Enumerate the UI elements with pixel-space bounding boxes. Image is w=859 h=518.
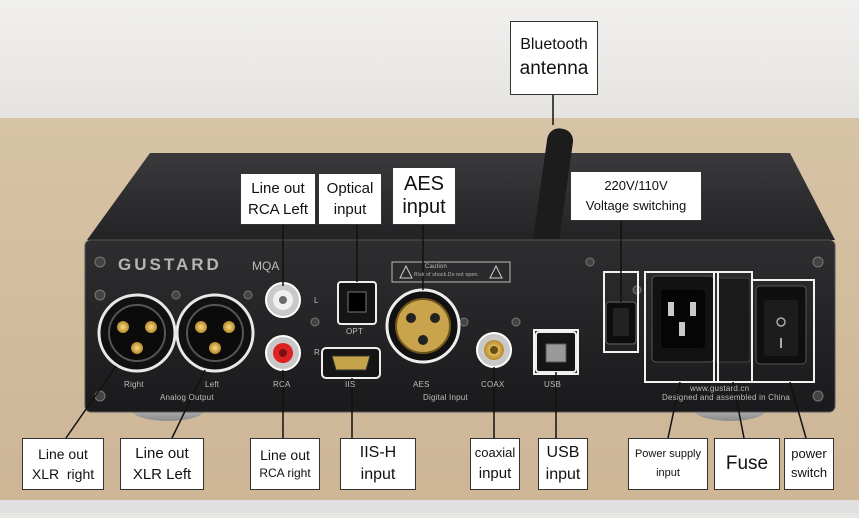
silk-opt: OPT xyxy=(346,327,364,336)
voltage-switch xyxy=(605,301,637,345)
callout-bluetooth-antenna: Bluetooth antenna xyxy=(510,21,598,95)
fuse-holder xyxy=(715,277,751,363)
silk-left: Left xyxy=(205,380,220,389)
callout-line-out-xlr-right: Line out XLR right xyxy=(22,438,104,490)
silk-coax: COAX xyxy=(481,380,505,389)
rca-right-connector xyxy=(265,335,301,371)
rca-left-connector xyxy=(265,282,301,318)
usb-b-connector xyxy=(535,331,577,373)
silk-l: L xyxy=(314,296,319,305)
callout-text-line1: Power supply xyxy=(634,448,702,461)
callout-text-line1: Optical xyxy=(326,180,374,198)
callout-text-line2: input xyxy=(656,467,680,479)
silk-website: www.gustard.cn xyxy=(690,384,750,393)
silk-right: Right xyxy=(124,380,144,389)
callout-text-line1: Line out xyxy=(260,447,310,464)
xlr-left-connector xyxy=(175,293,255,373)
callout-usb-input: USB input xyxy=(538,438,588,490)
silk-iis: IIS xyxy=(345,380,356,389)
coax-connector xyxy=(476,332,512,368)
leader-lines xyxy=(65,95,807,439)
xlr-right-connector xyxy=(97,293,177,373)
callout-line-out-rca-left: Line out RCA Left xyxy=(240,173,316,225)
caution-sticker xyxy=(391,261,511,283)
silk-digital-input: Digital Input xyxy=(423,393,468,402)
callout-coaxial-input: coaxial input xyxy=(470,438,520,490)
callout-fuse: Fuse xyxy=(714,438,780,490)
callout-text-line2: RCA right xyxy=(259,466,311,481)
silk-r: R xyxy=(314,348,320,357)
silk-rca: RCA xyxy=(273,380,291,389)
callout-aes-input: AES input xyxy=(392,167,456,225)
power-switch xyxy=(755,285,807,365)
callout-iis-h-input: IIS-H input xyxy=(340,438,416,490)
callout-text-line1: IIS-H xyxy=(359,443,397,461)
callout-text-line2: XLR right xyxy=(31,466,95,482)
callout-text-line1: USB xyxy=(546,443,580,461)
callout-optical-input: Optical input xyxy=(318,173,382,225)
callout-text-line2: input xyxy=(333,200,367,218)
callout-text-line2: input xyxy=(360,466,396,483)
caution-title: Caution xyxy=(425,264,448,270)
callout-power-supply-input: Power supply input xyxy=(628,438,708,490)
callout-text-line1: coaxial xyxy=(474,444,516,460)
silk-made-in: Designed and assembled in China xyxy=(662,393,791,402)
callout-text-line2: Voltage switching xyxy=(585,197,687,213)
callout-text-line1: power xyxy=(791,446,827,462)
callout-text-line1: Fuse xyxy=(725,453,769,475)
silk-analog-output: Analog Output xyxy=(160,393,214,402)
silk-aes: AES xyxy=(413,380,430,389)
callout-text-line2: input xyxy=(545,466,581,483)
callout-line-out-xlr-left: Line out XLR Left xyxy=(120,438,204,490)
callout-text-line2: input xyxy=(478,464,512,482)
mqa-logo: MQA xyxy=(252,259,280,273)
power-inlet xyxy=(651,275,715,363)
callout-text-line2: RCA Left xyxy=(247,200,309,218)
callout-text-line2: XLR Left xyxy=(132,466,192,483)
callout-text-line1: Line out xyxy=(135,444,189,462)
iis-hdmi-connector xyxy=(321,347,381,379)
callout-text-line1: Bluetooth xyxy=(520,35,588,53)
silk-usb: USB xyxy=(544,380,562,389)
callout-power-switch: power switch xyxy=(784,438,834,490)
callout-text-line2: switch xyxy=(790,465,828,480)
aes-connector xyxy=(385,288,461,364)
callout-text-line1: 220V/110V xyxy=(604,177,668,193)
caution-text: Risk of shock.Do not open. xyxy=(414,272,479,278)
callout-text-line2: input xyxy=(402,196,446,218)
callout-voltage-switching: 220V/110V Voltage switching xyxy=(570,171,702,221)
callout-text-line1: Line out xyxy=(38,445,88,462)
optical-connector xyxy=(337,281,377,325)
callout-line-out-rca-right: Line out RCA right xyxy=(250,438,320,490)
callout-text-line1: AES xyxy=(403,173,445,195)
panel-screws xyxy=(94,256,824,402)
callout-text-line2: antenna xyxy=(519,58,589,80)
callout-text-line1: Line out xyxy=(251,180,305,198)
gustard-logo: GUSTARD xyxy=(118,255,222,274)
chassis-top xyxy=(87,153,835,240)
